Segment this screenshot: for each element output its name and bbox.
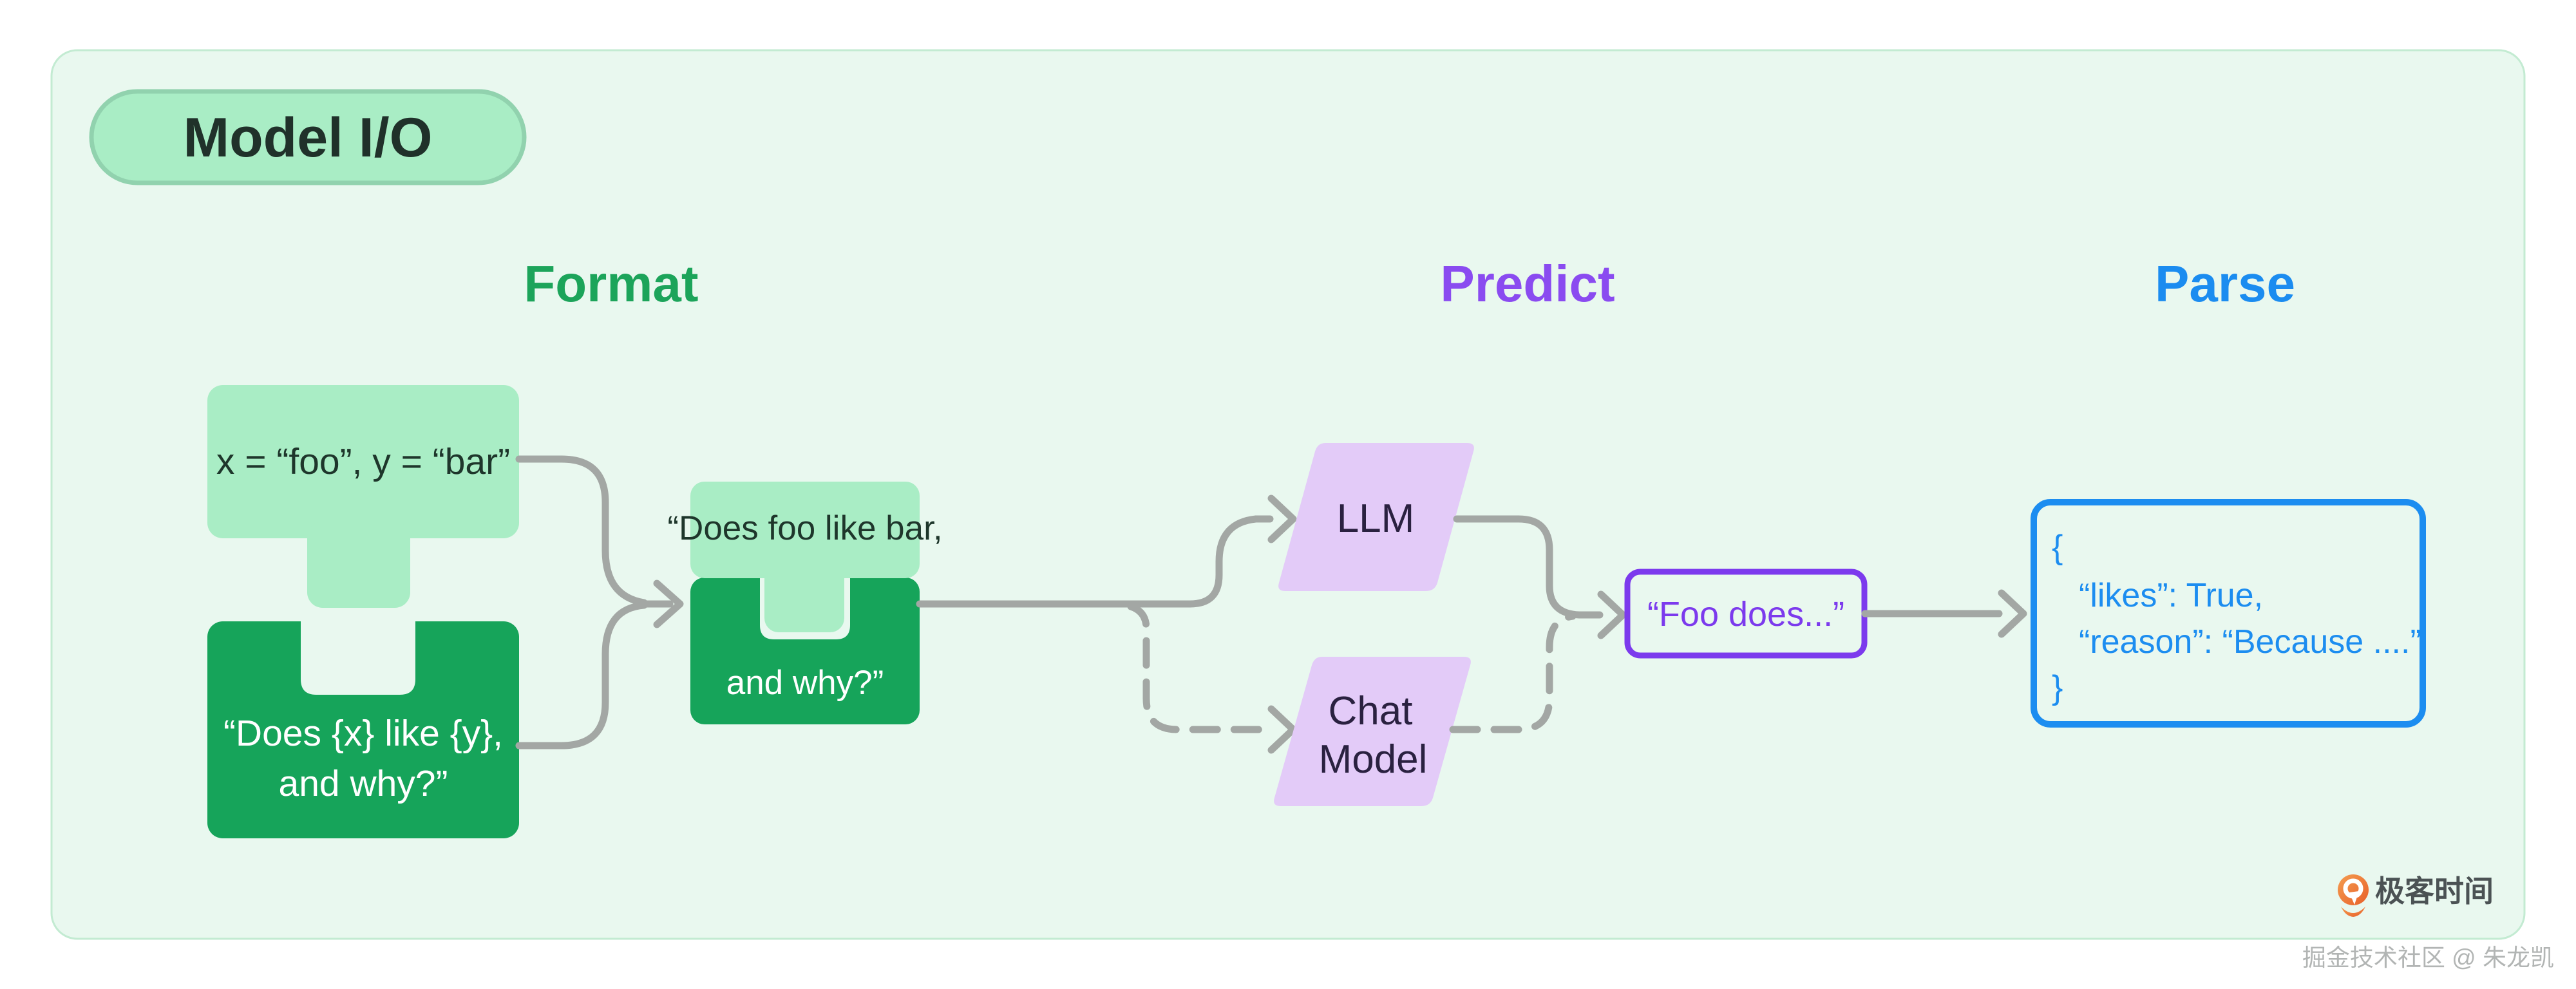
template-piece-line2: and why?” bbox=[279, 763, 448, 804]
panel-background bbox=[50, 49, 2526, 940]
template-piece-notch bbox=[301, 617, 415, 695]
chat-model-label-line2: Model bbox=[1319, 737, 1428, 782]
format-header: Format bbox=[524, 255, 698, 312]
geektime-logo-text: 极客时间 bbox=[2375, 874, 2494, 908]
combined-piece-line1: “Does foo like bar, bbox=[667, 509, 942, 547]
combined-piece-line2: and why?” bbox=[726, 664, 884, 702]
geektime-logo: 极客时间 bbox=[2338, 874, 2494, 917]
to-llm-connector bbox=[916, 515, 1274, 608]
parse-arrowhead-icon bbox=[1998, 589, 2027, 638]
chat-model-arrowhead-icon bbox=[1267, 705, 1297, 754]
chat-model-node: Chat Model bbox=[1274, 657, 1471, 806]
model-io-badge bbox=[89, 89, 527, 185]
model-output-box: “Foo does...” bbox=[1624, 569, 1868, 659]
llm-output-connector bbox=[1453, 515, 1604, 619]
watermark-text: 掘金技术社区 @ 朱龙凯 bbox=[2302, 945, 2554, 971]
llm-node: LLM bbox=[1278, 443, 1474, 591]
parse-result-border bbox=[2031, 499, 2426, 728]
merge-connector-top bbox=[515, 455, 648, 607]
geektime-logo-icon bbox=[2338, 874, 2369, 917]
json-line-reason: “reason”: “Because ....” bbox=[2079, 623, 2421, 661]
variables-puzzle-piece: x = “foo”, y = “bar” bbox=[207, 385, 519, 608]
predict-header: Predict bbox=[1440, 255, 1615, 312]
template-piece-line1: “Does {x} like {y}, bbox=[223, 713, 503, 754]
logo-circle bbox=[2338, 874, 2369, 905]
json-line-open: { bbox=[2052, 529, 2063, 566]
llm-shape bbox=[1278, 443, 1474, 591]
llm-arrowhead-icon bbox=[1267, 494, 1297, 543]
template-piece-body bbox=[207, 621, 519, 838]
to-chat-model-connector bbox=[1127, 603, 1267, 733]
chat-model-label-line1: Chat bbox=[1329, 689, 1413, 733]
model-io-badge-label: Model I/O bbox=[184, 107, 433, 169]
template-puzzle-piece: “Does {x} like {y}, and why?” bbox=[207, 617, 519, 838]
logo-arrow bbox=[2349, 891, 2359, 905]
chat-model-shape bbox=[1274, 657, 1471, 806]
combined-piece-light-body bbox=[690, 482, 920, 578]
parse-header: Parse bbox=[2155, 255, 2295, 312]
model-output-text: “Foo does...” bbox=[1647, 595, 1844, 634]
json-line-likes: “likes”: True, bbox=[2079, 577, 2263, 614]
merge-connector-bottom bbox=[515, 601, 648, 749]
variables-piece-text: x = “foo”, y = “bar” bbox=[216, 441, 510, 482]
json-line-close: } bbox=[2052, 669, 2063, 706]
variables-piece-body bbox=[207, 385, 519, 538]
variables-piece-tab bbox=[307, 522, 410, 608]
merge-arrowhead-icon bbox=[653, 579, 684, 628]
parse-result-box: { “likes”: True, “reason”: “Because ....… bbox=[2031, 499, 2426, 728]
llm-label: LLM bbox=[1337, 496, 1415, 541]
combined-puzzle-piece: “Does foo like bar, and why?” bbox=[667, 482, 943, 724]
logo-crescent bbox=[2341, 907, 2365, 917]
output-arrowhead-icon bbox=[1597, 590, 1627, 639]
combined-piece-dark-body bbox=[690, 578, 920, 724]
